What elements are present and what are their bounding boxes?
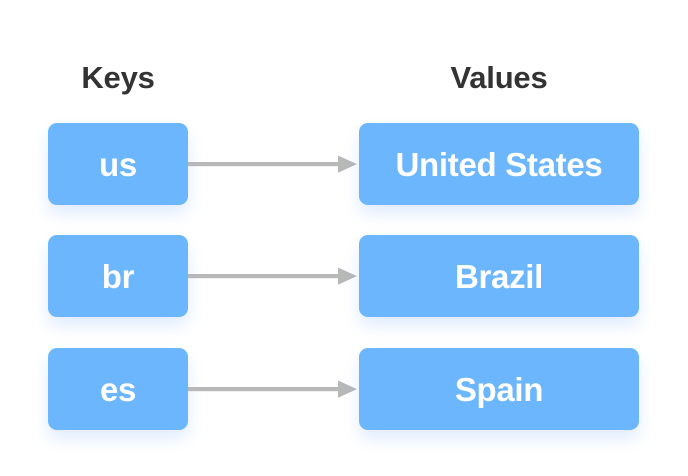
key-box-es[interactable]: es [48,348,188,430]
mapping-row: us United States [0,123,688,205]
arrow-right-icon [188,377,359,401]
arrow-right-icon [188,264,359,288]
value-label: Spain [454,370,544,408]
key-label: us [99,145,137,183]
arrow-right-icon [188,152,359,176]
value-box-spain[interactable]: Spain [359,348,639,430]
value-box-united-states[interactable]: United States [359,123,639,205]
values-column-heading: Values [450,60,548,95]
key-box-us[interactable]: us [48,123,188,205]
value-box-brazil[interactable]: Brazil [359,235,639,317]
key-box-br[interactable]: br [48,235,188,317]
key-label: es [99,370,137,408]
value-label: Brazil [454,257,544,295]
key-label: br [101,257,135,295]
mapping-row: br Brazil [0,235,688,317]
value-label: United States [395,145,603,183]
keys-column-heading: Keys [81,60,155,95]
mapping-row: es Spain [0,348,688,430]
